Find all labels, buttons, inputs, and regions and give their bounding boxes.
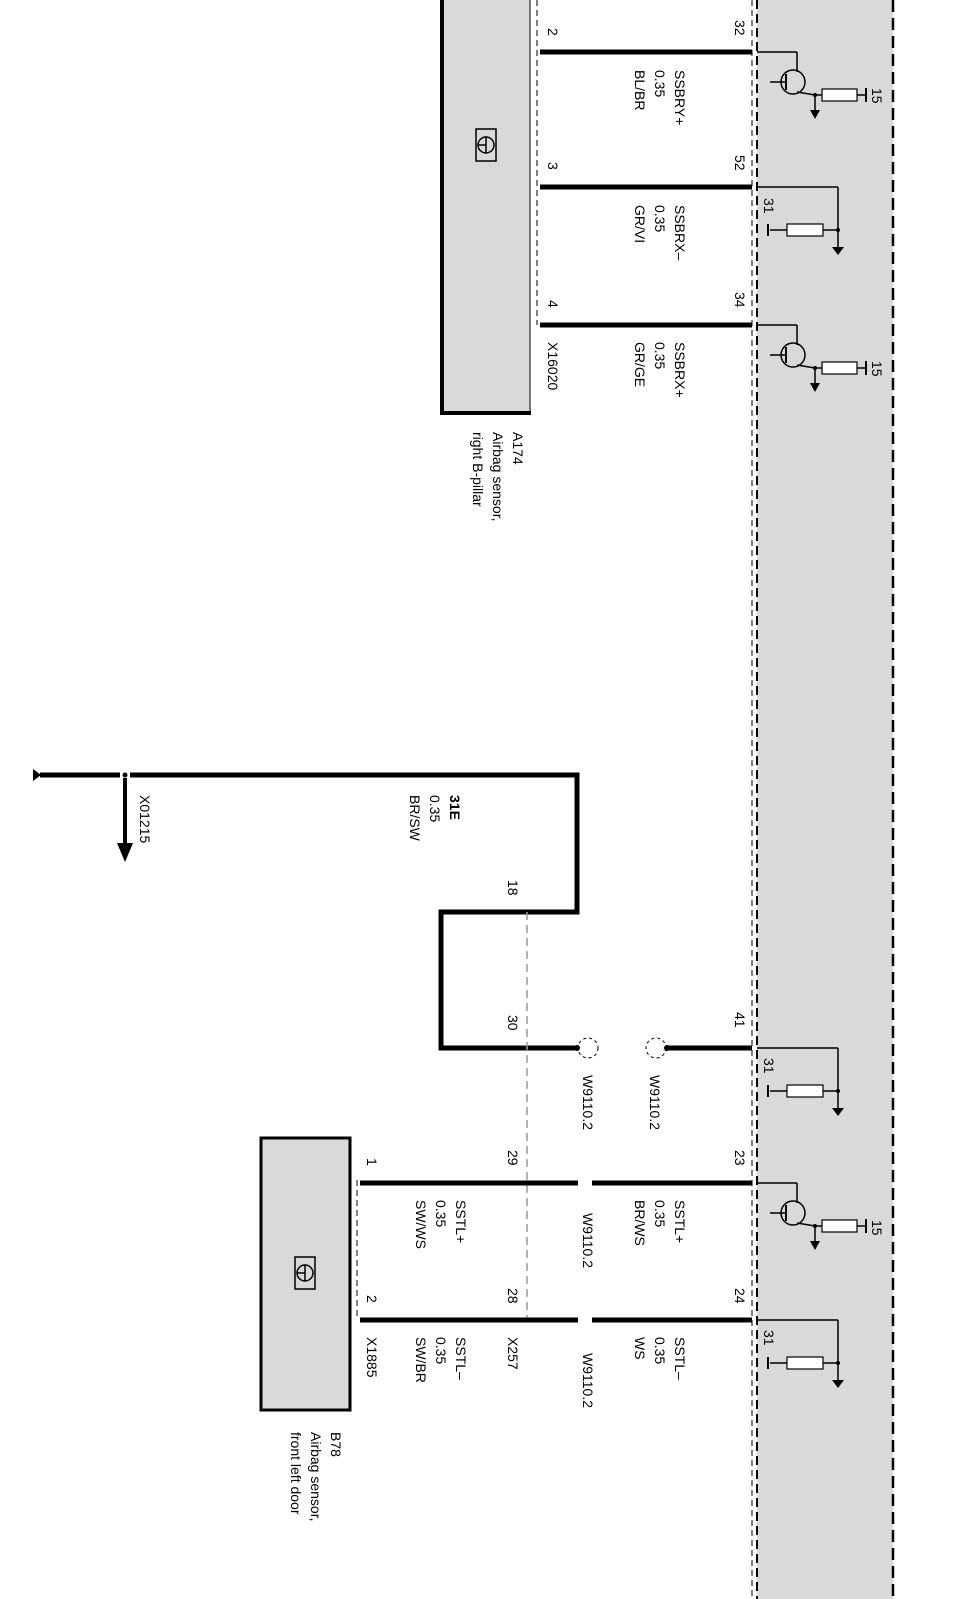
component-desc: front left door bbox=[288, 1432, 304, 1515]
wire-color: GR/VI bbox=[632, 205, 648, 243]
component-id: B78 bbox=[328, 1432, 344, 1457]
pin-label: 4 bbox=[545, 300, 561, 308]
pin-label: 32 bbox=[732, 20, 748, 36]
component-desc: right B-pillar bbox=[470, 432, 486, 507]
pin-label: 18 bbox=[505, 880, 521, 896]
wire-size: 0.35 bbox=[652, 1200, 668, 1227]
arrow-down-icon bbox=[117, 843, 133, 862]
wire-signal: SSTL– bbox=[453, 1337, 469, 1380]
connector-label: X16020 bbox=[545, 342, 561, 390]
splice-label: W9110.2 bbox=[647, 1075, 663, 1130]
connector-label: X257 bbox=[505, 1337, 521, 1370]
splice-icon bbox=[645, 1037, 667, 1059]
pin-label: 29 bbox=[505, 1150, 521, 1166]
wire-color: GR/GE bbox=[632, 342, 648, 387]
connector-label: X1885 bbox=[364, 1337, 380, 1378]
pin-label: 52 bbox=[732, 155, 748, 171]
component-desc: Airbag sensor, bbox=[490, 432, 506, 522]
wire-signal: SSBRX– bbox=[672, 205, 688, 260]
pin-label: 41 bbox=[732, 1012, 748, 1028]
wire-signal: SSTL+ bbox=[672, 1200, 688, 1243]
wire-sstl-minus bbox=[360, 1315, 752, 1325]
component-id: A174 bbox=[510, 432, 526, 465]
ground-label: 31 bbox=[761, 1330, 777, 1346]
wire-size: 0.35 bbox=[433, 1337, 449, 1364]
a174-sensor-box bbox=[441, 0, 530, 414]
ref-label: X01215 bbox=[137, 795, 153, 843]
ground-label: 31 bbox=[761, 198, 777, 214]
wire-color: BR/SW bbox=[407, 795, 423, 842]
wire-31e bbox=[33, 769, 580, 1051]
wire-sstl-plus bbox=[360, 1178, 752, 1188]
pin-label: 3 bbox=[545, 162, 561, 170]
pin-label: 23 bbox=[732, 1150, 748, 1166]
control-unit-region bbox=[757, 0, 893, 1599]
wire-size: 0.35 bbox=[652, 342, 668, 369]
wire-size: 0.35 bbox=[652, 70, 668, 97]
wire-signal: SSBRY+ bbox=[672, 70, 688, 125]
wire-color: SW/BR bbox=[413, 1337, 429, 1383]
wire-signal: SSBRX+ bbox=[672, 342, 688, 398]
supply-label: 15 bbox=[869, 88, 885, 104]
supply-label: 15 bbox=[869, 361, 885, 377]
wire-color: BL/BR bbox=[632, 70, 648, 110]
wire-size: 0.35 bbox=[427, 795, 443, 822]
wire-signal: SSTL+ bbox=[453, 1200, 469, 1243]
splice-label: W9110.2 bbox=[580, 1075, 596, 1130]
pin-label: 24 bbox=[732, 1288, 748, 1304]
pin-label: 30 bbox=[505, 1015, 521, 1031]
wire-color: BR/WS bbox=[632, 1200, 648, 1246]
splice-label: W9110.2 bbox=[580, 1353, 596, 1408]
pin-label: 2 bbox=[545, 28, 561, 36]
wire-size: 0.35 bbox=[652, 205, 668, 232]
wire-color: WS bbox=[632, 1337, 648, 1360]
component-desc: Airbag sensor, bbox=[308, 1432, 324, 1522]
pin-label: 1 bbox=[364, 1158, 380, 1166]
pin-label: 2 bbox=[364, 1295, 380, 1303]
wire-size: 0.35 bbox=[652, 1337, 668, 1364]
wire-color: SW/WS bbox=[413, 1200, 429, 1249]
pin-label: 34 bbox=[732, 292, 748, 308]
pin-label: 28 bbox=[505, 1288, 521, 1304]
splice-icon bbox=[577, 1037, 599, 1059]
wire-signal: 31E bbox=[447, 795, 463, 820]
splice-label: W9110.2 bbox=[580, 1213, 596, 1268]
ground-label: 31 bbox=[761, 1058, 777, 1074]
wire-signal: SSTL– bbox=[672, 1337, 688, 1380]
supply-label: 15 bbox=[869, 1220, 885, 1236]
wire-size: 0.35 bbox=[433, 1200, 449, 1227]
